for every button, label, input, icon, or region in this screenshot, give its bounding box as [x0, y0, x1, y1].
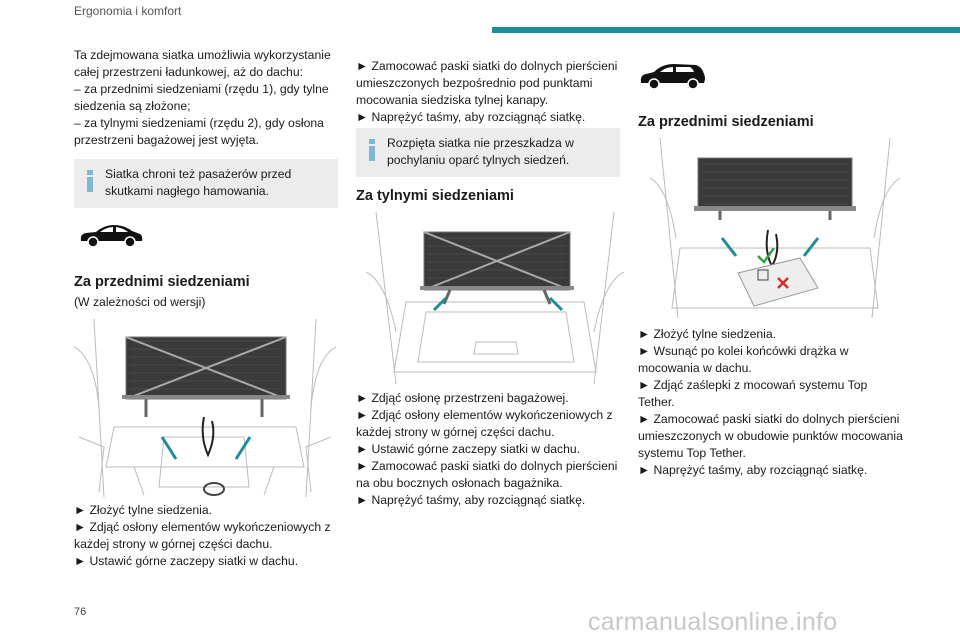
info-note: Rozpięta siatka nie przeszkadza w pochyl… — [356, 128, 620, 177]
note-text: Siatka chroni też pasażerów przed skutka… — [105, 167, 292, 198]
page-number: 76 — [74, 606, 87, 618]
step-2: ► Zdjąć osłony elementów wykończeniowych… — [74, 520, 331, 551]
step-attach-straps: ► Zamocować paski siatki do dolnych pier… — [356, 59, 618, 107]
step-2: ► Wsunąć po kolei końcówki drążka w moco… — [638, 344, 849, 375]
step-1: ► Złożyć tylne siedzenia. — [638, 327, 777, 341]
step-3: ► Zdjąć zaślepki z mocowań systemu Top T… — [638, 378, 868, 409]
heading-behind-rear-seats: Za tylnymi siedzeniami — [356, 188, 514, 204]
step-tension-straps: ► Naprężyć taśmy, aby rozciągnąć siatkę. — [356, 110, 586, 124]
section-title: Ergonomia i komfort — [74, 4, 182, 18]
net-illustration-rear-seats — [366, 212, 624, 384]
header-accent-bar — [492, 27, 960, 33]
step-1: ► Złożyć tylne siedzenia. — [74, 503, 213, 517]
info-note: Siatka chroni też pasażerów przed skutka… — [74, 159, 338, 208]
step-1: ► Zdjąć osłonę przestrzeni bagażowej. — [356, 391, 569, 405]
info-icon — [87, 170, 93, 192]
net-illustration-top-tether — [650, 138, 900, 318]
step-5: ► Naprężyć taśmy, aby rozciągnąć siatkę. — [638, 463, 868, 477]
step-4: ► Zamocować paski siatki do dolnych pier… — [638, 412, 903, 460]
heading-behind-front-seats: Za przednimi siedzeniami — [74, 274, 250, 290]
note-text: Rozpięta siatka nie przeszkadza w pochyl… — [387, 136, 574, 167]
car-icon — [80, 225, 143, 248]
watermark: carmanualsonline.info — [588, 608, 838, 636]
info-icon — [369, 139, 375, 161]
net-illustration-front-seats — [74, 318, 336, 497]
heading-behind-front-seats-suv: Za przednimi siedzeniami — [638, 114, 814, 130]
intro-text: Ta zdejmowana siatka umożliwia wykorzyst… — [74, 48, 331, 147]
step-3: ► Ustawić górne zaczepy siatki w dachu. — [356, 442, 581, 456]
suv-icon — [640, 64, 705, 90]
step-3: ► Ustawić górne zaczepy siatki w dachu. — [74, 554, 299, 568]
step-5: ► Naprężyć taśmy, aby rozciągnąć siatkę. — [356, 493, 586, 507]
step-4: ► Zamocować paski siatki do dolnych pier… — [356, 459, 618, 490]
version-note: (W zależności od wersji) — [74, 295, 206, 309]
step-2: ► Zdjąć osłony elementów wykończeniowych… — [356, 408, 613, 439]
